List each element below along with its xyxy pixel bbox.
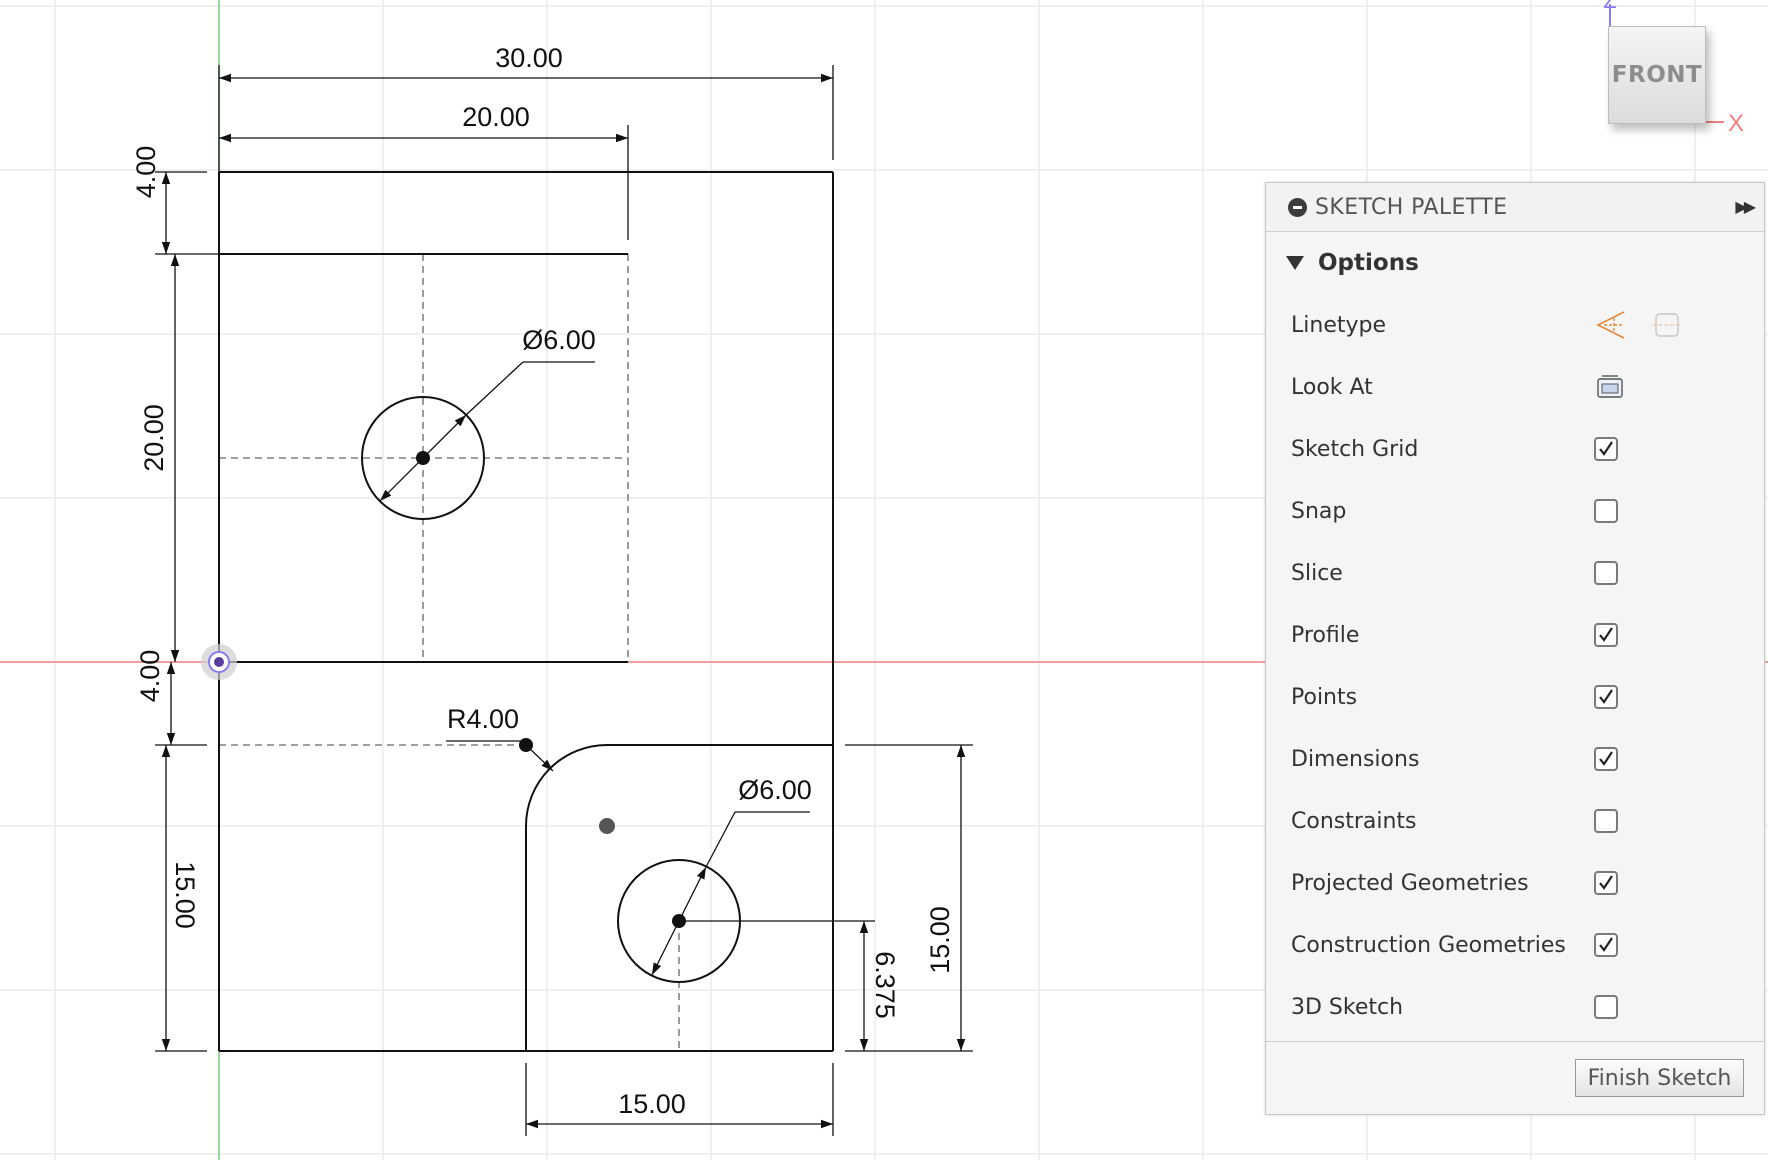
checkbox-points[interactable] [1594, 685, 1618, 709]
option-label-snap: Snap [1291, 498, 1347, 524]
option-control-profile [1594, 604, 1618, 666]
dim-hole-lower-height[interactable]: 6.375 [870, 951, 900, 1019]
option-row-sketch-grid: Sketch Grid [1266, 418, 1764, 480]
option-row-constraints: Constraints [1266, 790, 1764, 852]
option-row-slice: Slice [1266, 542, 1764, 604]
sketch-palette-title: SKETCH PALETTE [1315, 194, 1508, 220]
option-row-projected-geometries: Projected Geometries [1266, 852, 1764, 914]
dim-middle-offset[interactable]: 4.00 [135, 650, 165, 703]
expand-palette-icon[interactable]: ▶▶ [1735, 197, 1756, 216]
dim-upper-width[interactable]: 20.00 [462, 102, 530, 132]
option-label-sketch-grid: Sketch Grid [1291, 436, 1419, 462]
option-control-look-at [1594, 356, 1626, 418]
option-control-projected-geometries [1594, 852, 1618, 914]
option-control-sketch-grid [1594, 418, 1618, 480]
option-row-look-at: Look At [1266, 356, 1764, 418]
options-section-header[interactable]: Options [1266, 232, 1764, 294]
option-label-look-at: Look At [1291, 374, 1373, 400]
option-label-dimensions: Dimensions [1291, 746, 1420, 772]
sketch-palette-header[interactable]: SKETCH PALETTE ▶▶ [1266, 183, 1764, 232]
option-label-linetype: Linetype [1291, 312, 1386, 338]
option-label-projected-geometries: Projected Geometries [1291, 870, 1529, 896]
dim-fillet-radius[interactable]: R4.00 [447, 704, 519, 734]
checkbox-profile[interactable] [1594, 623, 1618, 647]
triangle-down-icon [1286, 256, 1304, 270]
options-section-label: Options [1318, 250, 1419, 276]
dim-hole-lower[interactable]: Ø6.00 [738, 775, 812, 805]
sketch-profile[interactable] [218, 171, 834, 1052]
dim-lower-height[interactable]: 15.00 [170, 861, 200, 929]
option-row-points: Points [1266, 666, 1764, 728]
dim-top-offset[interactable]: 4.00 [131, 146, 161, 199]
option-control-construction-geometries [1594, 914, 1618, 976]
option-control-snap [1594, 480, 1618, 542]
dimension-geometry [155, 65, 973, 1136]
upper-hole-circle[interactable] [361, 396, 485, 520]
finish-sketch-button[interactable]: Finish Sketch [1575, 1059, 1744, 1097]
checkbox-construction-geometries[interactable] [1594, 933, 1618, 957]
option-label-points: Points [1291, 684, 1358, 710]
dim-overall-width[interactable]: 30.00 [495, 43, 563, 73]
collapse-palette-icon[interactable] [1288, 197, 1307, 217]
option-control-3d-sketch [1594, 976, 1618, 1038]
option-row-profile: Profile [1266, 604, 1764, 666]
option-control-slice [1594, 542, 1618, 604]
option-label-profile: Profile [1291, 622, 1360, 648]
checkbox-constraints[interactable] [1594, 809, 1618, 833]
checkbox-slice[interactable] [1594, 561, 1618, 585]
checkbox-sketch-grid[interactable] [1594, 437, 1618, 461]
option-control-dimensions [1594, 728, 1618, 790]
look-at-icon[interactable] [1594, 371, 1626, 403]
construction-lines [219, 254, 680, 1051]
option-row-snap: Snap [1266, 480, 1764, 542]
dim-upper-height[interactable]: 20.00 [139, 404, 169, 472]
origin-point[interactable] [201, 644, 237, 680]
dim-hole-upper[interactable]: Ø6.00 [522, 325, 596, 355]
option-label-constraints: Constraints [1291, 808, 1417, 834]
palette-footer: Finish Sketch [1266, 1041, 1764, 1114]
fillet-center-point[interactable] [599, 818, 615, 834]
checkbox-projected-geometries[interactable] [1594, 871, 1618, 895]
viewcube-axis-x: X [1728, 110, 1744, 137]
linetype-centerline-icon[interactable] [1650, 308, 1684, 342]
dim-right-height[interactable]: 15.00 [925, 906, 955, 974]
viewcube-axis-z: Z [1603, 0, 1616, 13]
option-control-constraints [1594, 790, 1618, 852]
checkbox-dimensions[interactable] [1594, 747, 1618, 771]
option-row-construction-geometries: Construction Geometries [1266, 914, 1764, 976]
option-control-points [1594, 666, 1618, 728]
option-control-linetype [1594, 294, 1684, 356]
viewcube-front-face[interactable]: FRONT [1608, 26, 1706, 124]
dim-bottom-width[interactable]: 15.00 [618, 1089, 686, 1119]
option-label-construction-geometries: Construction Geometries [1291, 932, 1566, 958]
checkbox-3d-sketch[interactable] [1594, 995, 1618, 1019]
option-label-slice: Slice [1291, 560, 1343, 586]
option-row-3d-sketch: 3D Sketch [1266, 976, 1764, 1038]
option-row-linetype: Linetype [1266, 294, 1764, 356]
linetype-construction-icon[interactable] [1594, 308, 1628, 342]
viewcube-front-label: FRONT [1611, 62, 1703, 88]
option-row-dimensions: Dimensions [1266, 728, 1764, 790]
option-label-3d-sketch: 3D Sketch [1291, 994, 1404, 1020]
checkbox-snap[interactable] [1594, 499, 1618, 523]
